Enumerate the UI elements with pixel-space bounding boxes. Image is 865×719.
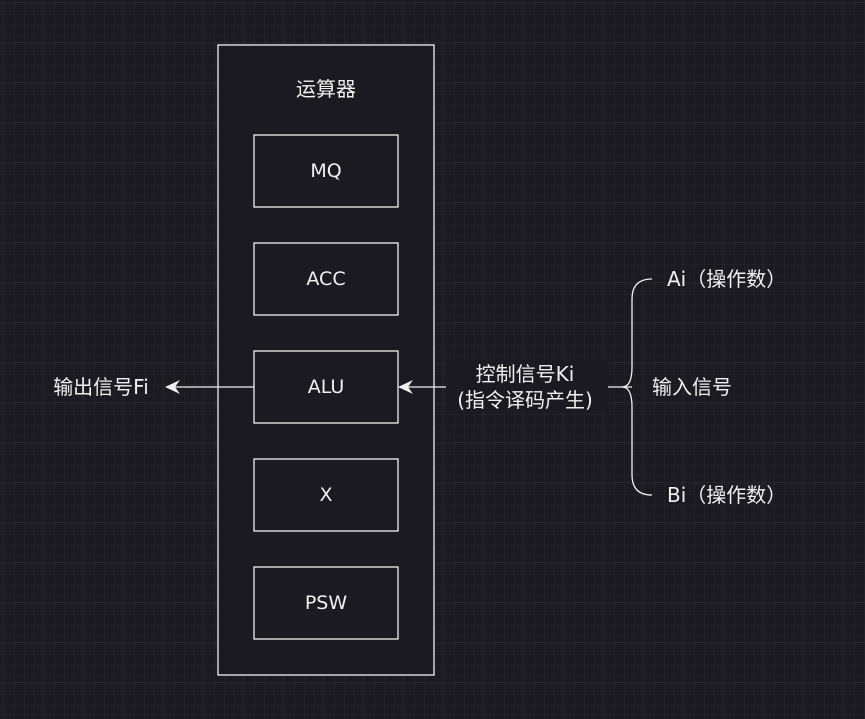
component-label-psw: PSW — [305, 592, 348, 614]
output-arrow-head — [165, 380, 180, 394]
component-label-alu: ALU — [308, 376, 345, 398]
output-arrow[interactable] — [165, 380, 254, 394]
control-arrow-head — [398, 380, 413, 394]
input-curly-brace[interactable] — [621, 278, 653, 496]
component-psw[interactable]: PSW — [253, 566, 399, 640]
output-signal-label: 输出信号Fi — [53, 375, 149, 399]
control-signal-source-label: (指令译码产生) — [457, 388, 593, 412]
input-b-label: Bi（操作数） — [667, 483, 786, 507]
component-alu[interactable]: ALU — [253, 350, 399, 424]
component-x[interactable]: X — [253, 458, 399, 532]
control-signal-label: 控制信号Ki — [476, 362, 575, 386]
component-box-x[interactable] — [253, 458, 399, 532]
component-box-mq[interactable] — [253, 134, 399, 208]
component-acc[interactable]: ACC — [253, 242, 399, 316]
component-box-alu[interactable] — [253, 350, 399, 424]
component-box-acc[interactable] — [253, 242, 399, 316]
container-label: 运算器 — [296, 77, 356, 101]
component-label-x: X — [319, 484, 332, 506]
control-label-background — [446, 360, 608, 412]
component-label-mq: MQ — [310, 160, 341, 182]
component-label-acc: ACC — [306, 268, 345, 290]
input-a-label: Ai（操作数） — [667, 267, 786, 291]
component-box-psw[interactable] — [253, 566, 399, 640]
input-signal-label: 输入信号 — [652, 375, 732, 399]
component-mq[interactable]: MQ — [253, 134, 399, 208]
